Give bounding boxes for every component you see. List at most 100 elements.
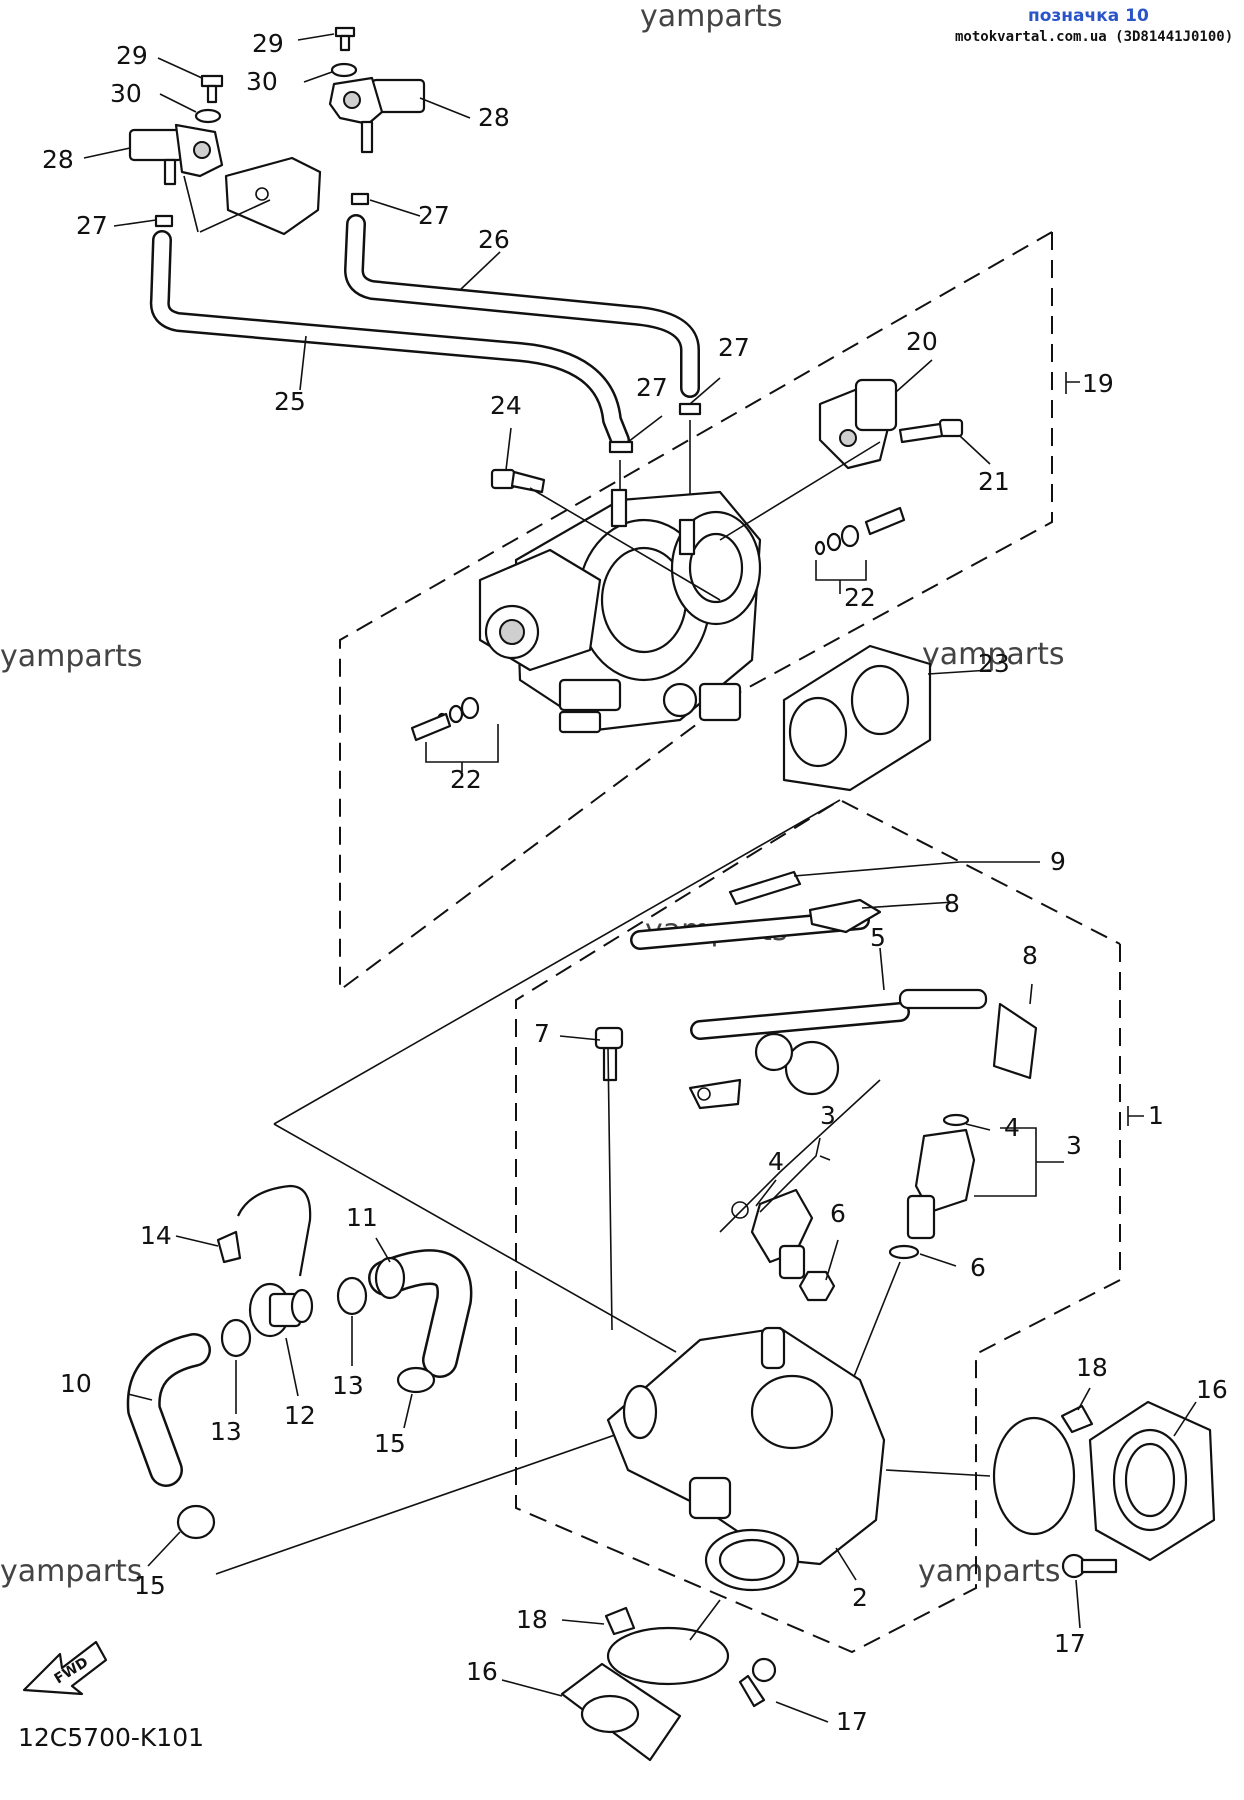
callout-30-left: 30	[110, 79, 142, 108]
callout-26: 26	[478, 225, 510, 254]
callout-7: 7	[534, 1019, 550, 1048]
throttle-body	[478, 488, 762, 734]
callout-6-center: 6	[830, 1199, 846, 1228]
callout-29-right: 29	[252, 29, 284, 58]
callout-15-left: 15	[134, 1571, 166, 1600]
o-ring-6-right	[888, 1244, 920, 1260]
callout-13-left: 13	[210, 1417, 242, 1446]
callout-19: 19	[1082, 369, 1114, 398]
callout-12: 12	[284, 1401, 316, 1430]
callout-28-right: 28	[478, 103, 510, 132]
callout-11: 11	[346, 1203, 378, 1232]
callout-10: 10	[60, 1369, 92, 1398]
callout-17-left: 17	[836, 1707, 868, 1736]
hose-26	[344, 214, 700, 398]
callout-6-right: 6	[970, 1253, 986, 1282]
clamp-18-right	[992, 1404, 1094, 1536]
callout-30-right: 30	[246, 67, 278, 96]
callout-1: 1	[1148, 1101, 1164, 1130]
callout-27-c: 27	[636, 373, 668, 402]
callout-25: 25	[274, 387, 306, 416]
callout-leaders	[83, 33, 1197, 1723]
callout-16-left: 16	[466, 1657, 498, 1686]
screw-24	[490, 468, 546, 494]
watermark-left-upper: yamparts	[0, 639, 143, 674]
watermark-top: yamparts	[640, 0, 783, 34]
diagram-code: 12C5700-K101	[18, 1723, 204, 1752]
map-sensor-left	[128, 123, 224, 186]
fwd-arrow-icon: FWD	[22, 1640, 108, 1696]
callout-8-right: 8	[1022, 941, 1038, 970]
callout-24: 24	[490, 391, 522, 420]
callout-4-right: 4	[1004, 1113, 1020, 1142]
watermark-right-upper: yamparts	[922, 637, 1065, 672]
callout-15-right: 15	[374, 1429, 406, 1458]
callout-18-left: 18	[516, 1605, 548, 1634]
fuel-rail-5	[630, 910, 988, 1040]
callout-8-top: 8	[944, 889, 960, 918]
bracket-7	[594, 1026, 742, 1110]
callout-numbers: 29 29 30 30 28 28 27 27 27 27 26 25 24 2…	[42, 29, 1228, 1736]
callout-3-right: 3	[1066, 1131, 1082, 1160]
bolt-17-right	[1061, 1553, 1118, 1579]
pressure-regulator	[754, 1032, 840, 1096]
callout-22-right: 22	[844, 583, 876, 612]
header-subtitle: motokvartal.com.ua (3D81441J0100)	[955, 29, 1233, 45]
callout-18-right: 18	[1076, 1353, 1108, 1382]
callout-27-d: 27	[718, 333, 750, 362]
screw-21	[898, 418, 964, 444]
watermark-left-lower: yamparts	[0, 1554, 143, 1589]
hose-11	[368, 1249, 473, 1378]
clip-27-b	[350, 192, 370, 206]
watermark-right-lower: yamparts	[918, 1554, 1061, 1589]
callout-9: 9	[1050, 847, 1066, 876]
screw-set-22-left	[410, 696, 499, 772]
callout-5: 5	[870, 923, 886, 952]
clamp-15-right	[396, 1366, 436, 1394]
callout-13-right: 13	[332, 1371, 364, 1400]
hose-10	[126, 1333, 211, 1487]
cover-9	[728, 870, 802, 906]
screw-29-left	[200, 74, 224, 104]
strap-14	[216, 1184, 312, 1277]
callout-29-left: 29	[116, 41, 148, 70]
fuel-rail-group-boundary	[515, 798, 1121, 1654]
gasket-23	[782, 644, 932, 792]
callout-16-right: 16	[1196, 1375, 1228, 1404]
nut-6-left	[798, 1270, 836, 1302]
callout-17-right: 17	[1054, 1629, 1086, 1658]
washer-30-left	[194, 108, 222, 124]
callout-20: 20	[906, 327, 938, 356]
screw-29-right	[334, 26, 356, 52]
callout-23: 23	[978, 649, 1010, 678]
header-title: позначка 10	[1028, 6, 1149, 26]
injector-right-3	[906, 1113, 976, 1240]
throttle-body-group-boundary	[339, 231, 1053, 992]
injector-left-3	[731, 1188, 814, 1280]
callout-27-b: 27	[418, 201, 450, 230]
clip-27-d	[678, 402, 702, 416]
callout-27-a: 27	[76, 211, 108, 240]
clip-27-a	[154, 214, 174, 228]
callout-4-center: 4	[768, 1147, 784, 1176]
callout-22-left: 22	[450, 765, 482, 794]
clamp-13-left	[220, 1318, 252, 1358]
joint-16-left	[560, 1662, 682, 1762]
callout-14: 14	[140, 1221, 172, 1250]
joint-16-right	[1088, 1400, 1216, 1562]
hose-25	[149, 230, 630, 450]
callout-2: 2	[852, 1583, 868, 1612]
clip-8-right	[992, 1002, 1038, 1080]
map-sensor-right	[328, 76, 426, 154]
screw-set-22-right	[814, 506, 906, 594]
clamp-18-left	[604, 1606, 730, 1686]
bolt-17-left	[738, 1657, 777, 1708]
fitting-12	[248, 1282, 314, 1338]
clip-27-c	[608, 440, 634, 454]
clamp-15-left	[176, 1504, 216, 1540]
intake-manifold-2	[606, 1326, 886, 1592]
clamp-13-right	[336, 1276, 368, 1316]
sensor-bracket	[224, 156, 322, 236]
callout-21: 21	[978, 467, 1010, 496]
